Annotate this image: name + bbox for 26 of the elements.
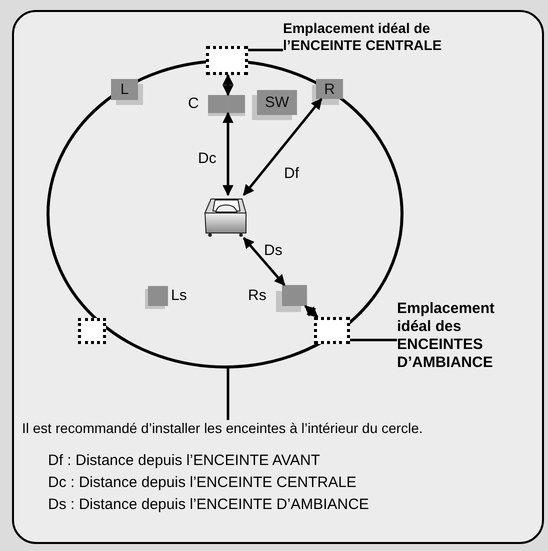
legend-text: Df : Distance depuis l’ENCEINTE AVANT	[48, 452, 320, 470]
edge-label: Ds	[264, 242, 282, 260]
note-text: Il est recommandé d’installer les enceintes à l’intérieur du cercle.	[22, 420, 532, 437]
dotted-speaker-position	[314, 317, 350, 344]
speaker-label: C	[188, 95, 199, 113]
dotted-speaker-position	[78, 318, 106, 344]
dotted-speaker-position	[206, 46, 248, 75]
legend-text: Dc : Distance depuis l’ENCEINTE CENTRALE	[48, 474, 356, 492]
leader-line	[350, 338, 397, 342]
leader-line	[248, 48, 283, 52]
callout-text: Emplacement idéal des ENCEINTES D’AMBIANCE	[397, 300, 515, 372]
leader-line	[226, 367, 230, 420]
edge-label: Dc	[198, 150, 216, 168]
speaker-label: Rs	[248, 286, 266, 304]
speaker-square: R	[316, 79, 343, 99]
callout-text: Emplacement idéal de l’ENCEINTE CENTRALE	[283, 20, 483, 54]
speaker-square: L	[111, 79, 138, 100]
double-arrow	[222, 74, 234, 96]
speaker-square: SW	[257, 90, 297, 115]
legend-text: Ds : Distance depuis l’ENCEINTE D’AMBIANCE	[48, 496, 369, 514]
speaker-label: Ls	[171, 287, 187, 305]
double-arrow	[304, 305, 318, 318]
edge-label: Df	[284, 165, 299, 183]
double-arrow	[222, 112, 234, 196]
double-arrow	[242, 98, 322, 196]
double-arrow	[242, 237, 286, 286]
